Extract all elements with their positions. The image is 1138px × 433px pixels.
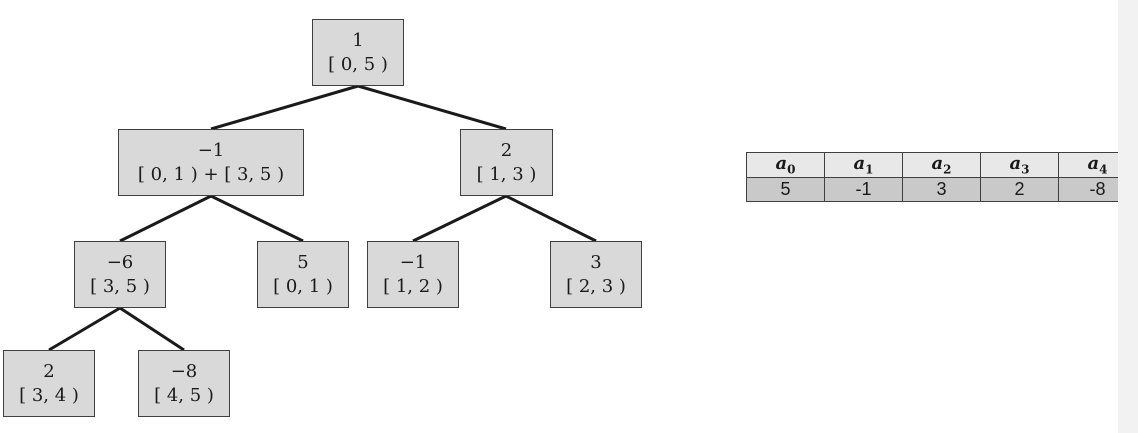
- array-header-row: a0 a1 a2 a3 a4: [746, 152, 1137, 178]
- node-value: −1: [197, 139, 225, 161]
- tree-node-left-left-left: 2 [ 3, 4 ): [3, 350, 95, 417]
- tree-node-right-left: −1 [ 1, 2 ): [367, 241, 459, 308]
- edge-leftleft-llr: [119, 306, 185, 352]
- edge-leftleft-lll: [48, 306, 121, 352]
- node-value: 1: [352, 29, 364, 51]
- edge-root-left: [210, 84, 359, 131]
- node-range: [ 1, 3 ): [476, 163, 537, 185]
- right-edge-panel: [1118, 0, 1138, 433]
- array-value-cell: 2: [980, 176, 1059, 202]
- tree-node-right-right: 3 [ 2, 3 ): [550, 241, 642, 308]
- array-table: a0 a1 a2 a3 a4 5 -1 3 2 -8: [746, 152, 1137, 202]
- array-value-row: 5 -1 3 2 -8: [746, 176, 1137, 202]
- node-value: −6: [106, 251, 134, 273]
- array-header-cell: a2: [902, 152, 981, 178]
- node-range: [ 0, 1 ): [273, 275, 333, 297]
- array-header-cell: a1: [824, 152, 903, 178]
- node-range: [ 2, 3 ): [566, 275, 626, 297]
- tree-node-left: −1 [ 0, 1 ) + [ 3, 5 ): [118, 129, 304, 196]
- array-header-cell: a3: [980, 152, 1059, 178]
- tree-node-left-left: −6 [ 3, 5 ): [74, 241, 166, 308]
- array-header-cell: a0: [746, 152, 825, 178]
- node-range: [ 3, 5 ): [90, 275, 150, 297]
- node-value: −1: [399, 251, 427, 273]
- node-range: [ 0, 5 ): [328, 53, 388, 75]
- tree-node-root: 1 [ 0, 5 ): [312, 19, 404, 86]
- edge-right-rightleft: [412, 194, 507, 243]
- node-value: 5: [297, 251, 309, 273]
- tree-node-left-left-right: −8 [ 4, 5 ): [138, 350, 230, 417]
- array-value-cell: -1: [824, 176, 903, 202]
- node-value: −8: [170, 360, 198, 382]
- tree-node-right: 2 [ 1, 3 ): [460, 129, 553, 196]
- node-range: [ 1, 2 ): [383, 275, 443, 297]
- edge-right-rightright: [505, 194, 597, 243]
- node-value: 2: [500, 139, 513, 161]
- node-range: [ 4, 5 ): [154, 384, 214, 406]
- edge-root-right: [357, 84, 507, 131]
- edge-left-leftleft: [119, 194, 212, 243]
- array-value-cell: 5: [746, 176, 825, 202]
- node-value: 2: [43, 360, 55, 382]
- array-value-cell: 3: [902, 176, 981, 202]
- tree-node-left-right: 5 [ 0, 1 ): [257, 241, 349, 308]
- edge-left-leftright: [210, 194, 304, 243]
- node-value: 3: [590, 251, 602, 273]
- node-range: [ 3, 4 ): [19, 384, 79, 406]
- node-range: [ 0, 1 ) + [ 3, 5 ): [137, 163, 285, 185]
